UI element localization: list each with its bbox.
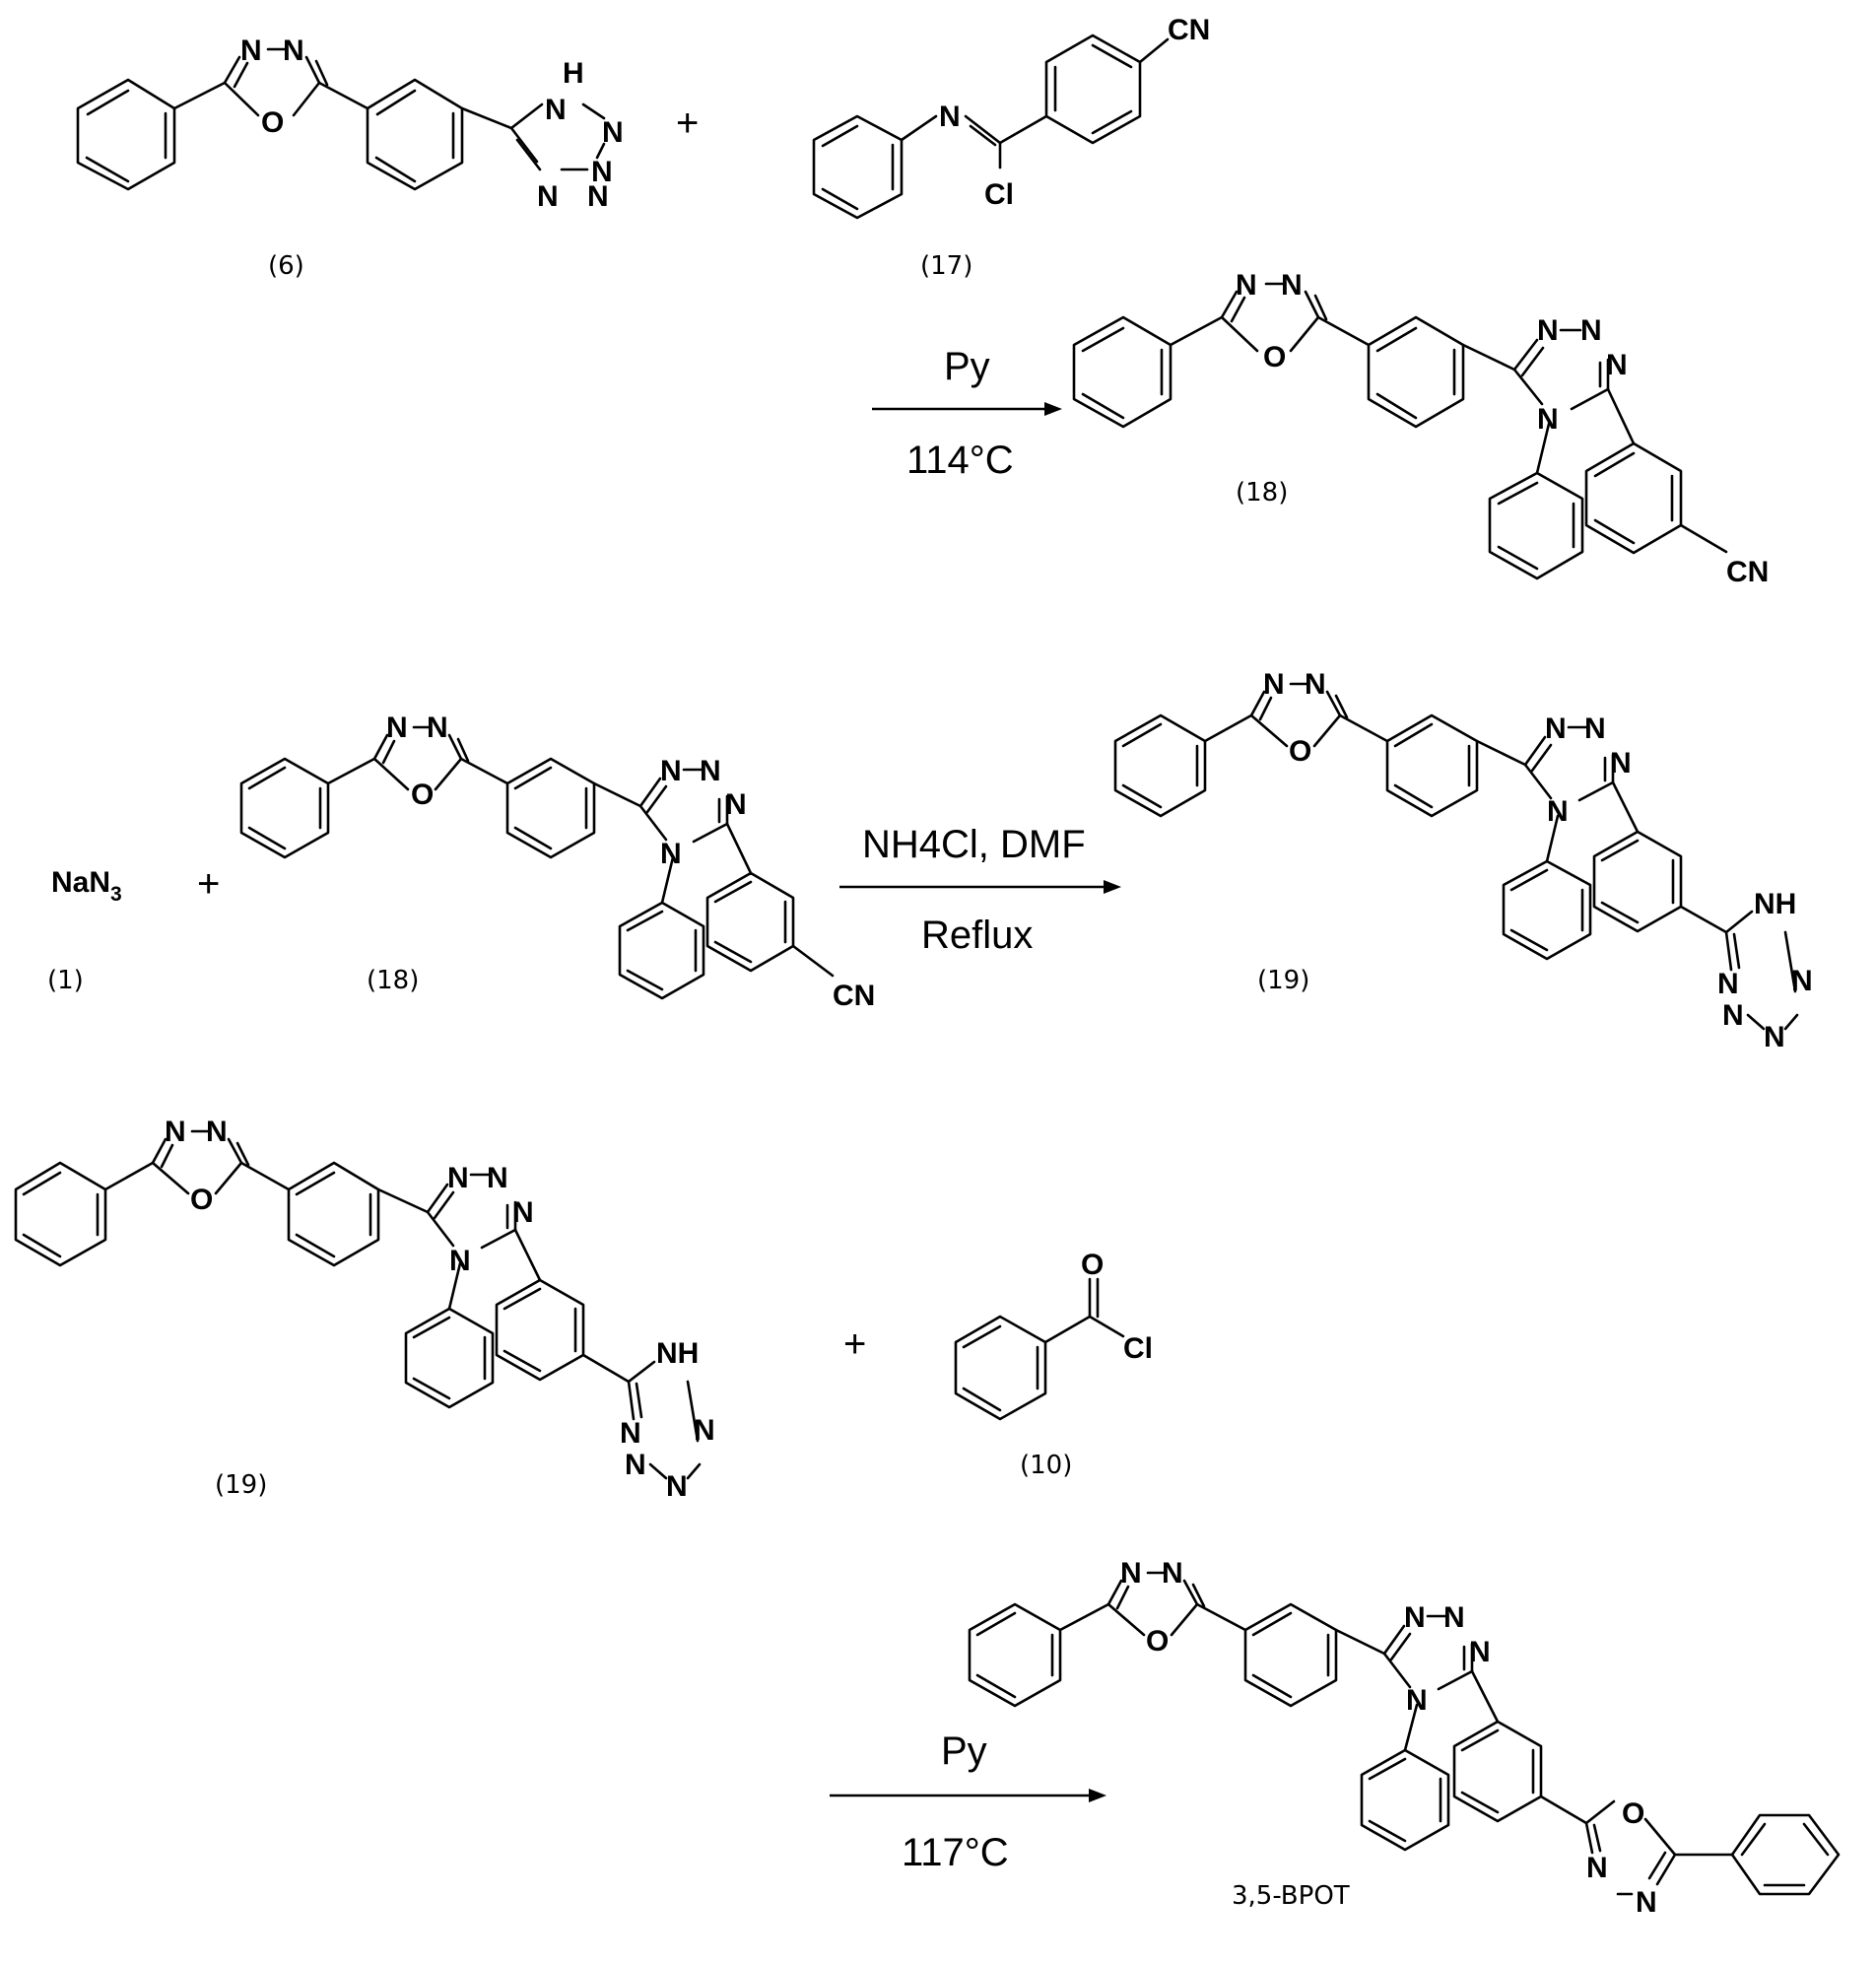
atom-n: N <box>1606 349 1628 381</box>
atom-n: N <box>694 1414 715 1447</box>
reagent-text: Py <box>944 345 990 388</box>
atom-n: N <box>660 838 682 870</box>
atom-n: N <box>1469 1636 1491 1668</box>
compound-label: (1) <box>47 966 84 995</box>
atom-n: N <box>1236 269 1257 302</box>
atom-n: N <box>545 94 567 126</box>
atom-h: H <box>563 57 584 90</box>
compound-10 <box>956 1279 1123 1419</box>
atom-n: N <box>1717 968 1739 1000</box>
reagent-text: NH4Cl, DMF <box>862 823 1086 866</box>
atom-o: O <box>261 106 284 139</box>
atom-nh: NH <box>656 1337 699 1370</box>
atom-n: N <box>1764 1021 1785 1053</box>
compound-18 <box>1074 284 1726 578</box>
atom-n: N <box>1545 712 1567 745</box>
atom-n: N <box>666 1470 688 1503</box>
atom-o: O <box>411 779 434 811</box>
atom-n: N <box>620 1417 641 1450</box>
atom-n: N <box>1537 403 1559 436</box>
atom-n: N <box>1791 965 1813 997</box>
atom-o: O <box>1081 1249 1104 1281</box>
atom-n: N <box>487 1162 508 1194</box>
atom-n: N <box>700 755 721 787</box>
condition-text: Reflux <box>921 914 1033 957</box>
atom-n: N <box>660 755 682 787</box>
atom-n: N <box>1120 1557 1142 1590</box>
reaction-arrow <box>839 880 1121 894</box>
atom-n: N <box>1580 314 1602 347</box>
atom-cn: CN <box>1168 14 1210 46</box>
temperature-text: 114°C <box>906 439 1014 482</box>
atom-nh: NH <box>1754 888 1796 920</box>
compound-label: (18) <box>1236 478 1288 508</box>
atom-n: N <box>939 101 961 133</box>
reaction-arrow <box>872 402 1062 416</box>
atom-n: N <box>206 1116 228 1148</box>
atom-o: O <box>1146 1625 1169 1658</box>
atom-n: N <box>1305 668 1326 701</box>
atom-n: N <box>625 1449 646 1481</box>
atom-n: N <box>1636 1886 1657 1919</box>
atom-n: N <box>449 1245 471 1277</box>
reagent-text: Py <box>941 1729 987 1773</box>
atom-n: N <box>537 180 559 213</box>
sodium-azide: NaN3 <box>51 866 122 906</box>
atom-n: N <box>386 711 408 744</box>
atom-n: N <box>725 788 747 821</box>
plus-sign: + <box>197 862 220 906</box>
atom-n: N <box>1162 1557 1183 1590</box>
atom-n: N <box>1537 314 1559 347</box>
atom-n: N <box>602 116 624 149</box>
atom-n: N <box>1547 795 1569 828</box>
plus-sign: + <box>676 102 699 145</box>
compound-label: (19) <box>215 1470 267 1500</box>
atom-n: N <box>1584 712 1606 745</box>
atom-n: N <box>1443 1601 1465 1634</box>
temperature-text: 117°C <box>902 1831 1009 1874</box>
atom-o: O <box>190 1184 213 1216</box>
compound-label: (6) <box>268 251 304 281</box>
atom-n: N <box>427 711 448 744</box>
atom-n: N <box>587 180 609 213</box>
atom-cl: Cl <box>1123 1332 1153 1365</box>
reaction-arrow <box>830 1789 1106 1802</box>
compound-18-reactant <box>241 727 833 998</box>
atom-n: N <box>1404 1601 1426 1634</box>
atom-n: N <box>1610 747 1632 779</box>
compound-label: (17) <box>920 251 972 281</box>
atom-o: O <box>1263 341 1286 373</box>
atom-n: N <box>165 1116 186 1148</box>
atom-n: N <box>283 34 304 67</box>
compound-label: (10) <box>1020 1451 1072 1480</box>
atom-n: N <box>512 1196 534 1229</box>
atom-cn: CN <box>833 980 875 1012</box>
atom-n: N <box>1406 1684 1428 1717</box>
atom-n: N <box>447 1162 469 1194</box>
compound-6 <box>78 49 604 189</box>
compound-label: (19) <box>1257 966 1309 995</box>
atom-cl: Cl <box>984 178 1014 211</box>
compound-label: (18) <box>367 966 419 995</box>
atom-n: N <box>1586 1852 1608 1884</box>
atom-n: N <box>1263 668 1285 701</box>
plus-sign: + <box>843 1322 866 1366</box>
atom-o: O <box>1289 735 1311 768</box>
atom-cn: CN <box>1726 556 1769 588</box>
compound-19-reactant <box>16 1131 700 1478</box>
compound-label: 3,5-BPOT <box>1232 1881 1350 1911</box>
atom-n: N <box>1281 269 1303 302</box>
atom-n: N <box>240 34 262 67</box>
compound-19 <box>1115 684 1797 1029</box>
atom-o: O <box>1622 1797 1644 1830</box>
atom-n: N <box>1722 999 1744 1032</box>
